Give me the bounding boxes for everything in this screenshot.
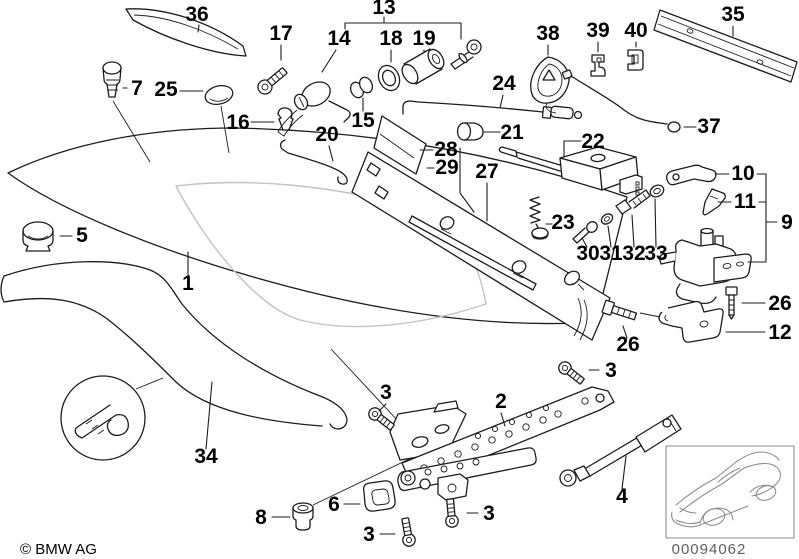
callout-26-center: 26: [616, 333, 639, 356]
callout-40: 40: [624, 19, 647, 42]
callout-14: 14: [327, 27, 351, 50]
part-lock-actuator-22: [498, 146, 643, 196]
part-pin-11: [702, 188, 726, 216]
callout-labels: 36 13 17 14 18 19 38 39 40 35 7 25 24 16…: [76, 0, 793, 546]
part-buffer-6: [362, 480, 396, 512]
part-gas-strut: [559, 414, 682, 487]
part-bolt-32: [615, 189, 651, 215]
callout-18: 18: [379, 27, 403, 50]
car-thumbnail: [665, 445, 795, 539]
callout-30: 30: [576, 242, 599, 265]
callout-9: 9: [781, 211, 793, 234]
callout-33: 33: [644, 242, 667, 265]
callout-39: 39: [586, 19, 609, 42]
callout-25: 25: [154, 78, 178, 101]
part-third-brake-light-strip: [125, 8, 247, 57]
part-plug-8: [292, 502, 314, 531]
part-grommet-25: [204, 84, 234, 154]
part-trim-strip-35: [653, 9, 798, 83]
callout-2: 2: [495, 390, 507, 413]
part-trunk-seal: [0, 261, 348, 461]
part-clip-16: [277, 107, 294, 131]
diagram-id: 00094062: [672, 541, 747, 558]
callout-32: 32: [622, 242, 645, 265]
leader-lines: [59, 16, 778, 535]
part-rod-24: [402, 100, 583, 120]
callout-31: 31: [599, 242, 623, 265]
part-gasket-strip-29: [408, 215, 537, 291]
callout-37: 37: [697, 115, 720, 138]
callout-36: 36: [185, 3, 208, 26]
part-ring-33: [649, 184, 665, 198]
part-grommet-21: [456, 122, 484, 141]
part-bolt-26-center: [601, 299, 638, 321]
part-hinge-assembly: [389, 386, 615, 501]
callout-12: 12: [768, 321, 791, 344]
part-emergency-release-handle: [530, 56, 570, 114]
seal-cross-section-magnifier: [60, 375, 146, 461]
part-bracket-12: [658, 300, 724, 343]
callout-11: 11: [734, 190, 757, 213]
part-lever-10: [666, 164, 717, 186]
part-trunk-latch: [659, 227, 752, 305]
part-bolt-26-right: [725, 286, 738, 320]
part-spring-screw-23: [529, 196, 549, 240]
copyright: © BMW AG: [20, 541, 97, 558]
callout-24: 24: [492, 72, 516, 95]
callout-19: 19: [412, 27, 435, 50]
callout-15: 15: [351, 109, 375, 132]
part-torsion-rod-37: [561, 69, 681, 133]
callout-3-upper: 3: [605, 359, 617, 382]
part-plug-5: [22, 221, 54, 252]
part-clip-40: [627, 49, 644, 71]
callout-5: 5: [76, 224, 88, 247]
callout-16: 16: [226, 111, 249, 134]
part-rod-20: [279, 139, 348, 185]
callout-34: 34: [194, 445, 218, 468]
callout-28: 28: [434, 138, 458, 161]
part-gasket-pad-28: [373, 115, 427, 175]
callout-26-right: 26: [768, 292, 791, 315]
callout-3-bottom-left: 3: [363, 523, 375, 546]
callout-7: 7: [131, 77, 143, 100]
part-bolt-3-upper: [555, 358, 587, 388]
callout-3-bottom-center: 3: [483, 502, 495, 525]
part-clip-39: [590, 54, 606, 77]
part-washer-31: [600, 213, 614, 225]
callout-6: 6: [328, 493, 340, 516]
callout-4: 4: [616, 485, 628, 508]
callout-23: 23: [551, 211, 574, 234]
callout-1: 1: [182, 272, 194, 295]
callout-20: 20: [315, 123, 338, 146]
part-buffer-plug-7: [102, 61, 151, 163]
callout-27: 27: [475, 160, 498, 183]
part-lock-cylinder-group: [277, 39, 482, 137]
callout-35: 35: [721, 3, 745, 26]
part-bolt-3-bottom-left: [398, 516, 417, 548]
callout-29: 29: [435, 156, 458, 179]
part-bolt-30: [572, 221, 598, 244]
callout-3-left: 3: [380, 381, 392, 404]
callout-17: 17: [269, 22, 292, 45]
callout-21: 21: [500, 121, 524, 144]
callout-13: 13: [372, 0, 395, 19]
part-bolt-3-bottom-center: [443, 497, 460, 529]
part-bolt-17: [257, 67, 288, 95]
callout-22: 22: [581, 130, 604, 153]
callout-10: 10: [731, 162, 754, 185]
callout-38: 38: [536, 22, 560, 45]
callout-8: 8: [255, 506, 267, 529]
part-license-plate-housing: [351, 151, 611, 341]
